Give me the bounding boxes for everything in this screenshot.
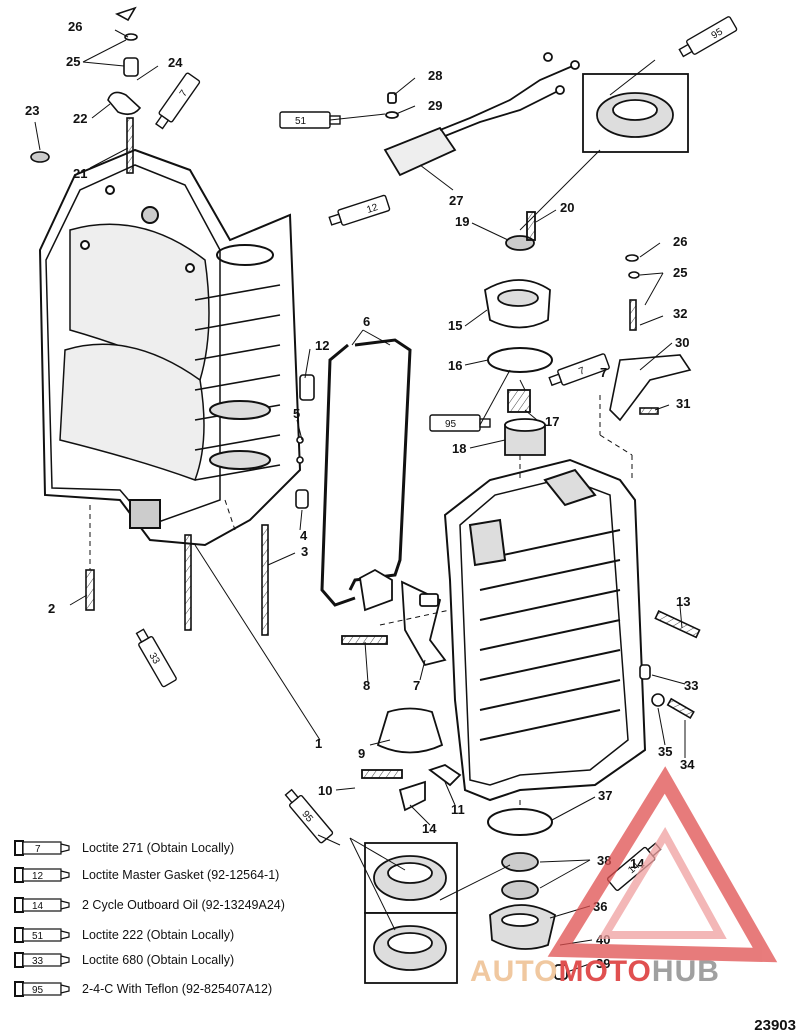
legend-label: Loctite 222 (Obtain Locally) <box>82 928 235 942</box>
callout-39: 39 <box>596 956 610 971</box>
svg-text:95: 95 <box>32 985 44 996</box>
callout-3: 3 <box>301 544 308 559</box>
legend-row: 14 2 Cycle Outboard Oil (92-13249A24) <box>14 895 285 915</box>
callout-14b: 14 <box>422 821 437 836</box>
tube-icon: 51 <box>14 927 72 943</box>
callout-20: 20 <box>560 200 574 215</box>
callout-34: 34 <box>680 757 695 772</box>
tube-icon: 33 <box>14 952 72 968</box>
legend-label: 2-4-C With Teflon (92-825407A12) <box>82 982 273 996</box>
callout-19: 19 <box>455 214 469 229</box>
callout-26: 26 <box>68 19 82 34</box>
legend-label: Loctite 271 (Obtain Locally) <box>82 841 235 855</box>
legend-row: 12 Loctite Master Gasket (92-12564-1) <box>14 865 279 885</box>
callout-10: 10 <box>318 783 332 798</box>
callout-16: 16 <box>448 358 462 373</box>
legend-row: 95 2-4-C With Teflon (92-825407A12) <box>14 979 272 999</box>
callout-12: 12 <box>315 338 329 353</box>
svg-text:51: 51 <box>295 116 307 127</box>
legend-label: Loctite 680 (Obtain Locally) <box>82 953 235 967</box>
callout-11: 11 <box>451 802 465 817</box>
leader-lines <box>34 29 686 973</box>
legend-label: Loctite Master Gasket (92-12564-1) <box>82 868 280 882</box>
callout-29: 29 <box>428 98 442 113</box>
svg-text:7: 7 <box>35 844 41 855</box>
callout-17: 17 <box>545 414 559 429</box>
svg-text:95: 95 <box>710 26 726 41</box>
legend-row: 51 Loctite 222 (Obtain Locally) <box>14 925 234 945</box>
svg-text:33: 33 <box>32 956 44 967</box>
callout-28: 28 <box>428 68 442 83</box>
watermark-logo-triangle <box>547 766 778 963</box>
module-27 <box>383 52 580 177</box>
callout-2: 2 <box>48 601 55 616</box>
dashed-alignment-lines <box>89 395 633 810</box>
legend-label: 2 Cycle Outboard Oil (92-13249A24) <box>82 898 285 912</box>
callout-27: 27 <box>449 193 463 208</box>
legend-row: 7 Loctite 271 (Obtain Locally) <box>14 838 234 858</box>
callout-33b: 33 <box>684 678 698 693</box>
callout-31: 31 <box>676 396 690 411</box>
callout-35: 35 <box>658 744 672 759</box>
callout-1: 1 <box>315 736 322 751</box>
bearing-carrier-parts <box>341 568 462 812</box>
callout-25b: 25 <box>673 265 687 280</box>
tube-icon: 95 <box>14 981 72 997</box>
sealant-tube-icons: 7 12 51 95 95 7 33 95 14 <box>135 16 738 892</box>
fuel-recirculation-hose <box>320 338 412 607</box>
callout-30: 30 <box>675 335 689 350</box>
watermark-logo: AUTOMOTOHUB <box>470 955 720 989</box>
callout-26b: 26 <box>673 234 687 249</box>
callout-25: 25 <box>66 54 80 69</box>
tube-icon: 14 <box>14 897 72 913</box>
svg-text:95: 95 <box>445 419 457 430</box>
cylinder-block-left <box>38 148 302 547</box>
callout-21: 21 <box>73 166 87 181</box>
svg-text:7: 7 <box>178 88 190 99</box>
figure-number: 23903 <box>754 1017 796 1034</box>
svg-text:33: 33 <box>146 651 161 667</box>
svg-text:12: 12 <box>365 202 379 216</box>
svg-text:7: 7 <box>577 365 586 377</box>
callout-23: 23 <box>25 103 39 118</box>
watermark-moto: MOTO <box>558 955 652 988</box>
callout-7a: 7 <box>600 365 607 380</box>
crankcase-cover-right <box>443 458 647 802</box>
studs-left <box>30 6 315 636</box>
callout-18: 18 <box>452 441 466 456</box>
callout-7b: 7 <box>413 678 420 693</box>
callout-13: 13 <box>676 594 690 609</box>
seal-boxes <box>364 73 689 984</box>
callout-22: 22 <box>73 111 87 126</box>
callout-37: 37 <box>598 788 612 803</box>
legend-row: 33 Loctite 680 (Obtain Locally) <box>14 950 234 970</box>
svg-text:12: 12 <box>32 871 44 882</box>
lower-seal-stack <box>487 808 568 980</box>
watermark-hub: HUB <box>651 955 720 988</box>
tube-icon: 7 <box>14 840 72 856</box>
upper-bearing-stack <box>484 211 553 456</box>
svg-text:51: 51 <box>32 931 44 942</box>
svg-text:14: 14 <box>32 901 44 912</box>
callout-24: 24 <box>168 55 183 70</box>
callout-8: 8 <box>363 678 370 693</box>
watermark-auto: AUTO <box>470 955 559 988</box>
right-small-parts <box>609 254 701 720</box>
callout-4: 4 <box>300 528 308 543</box>
callout-5: 5 <box>293 406 300 421</box>
tube-icon: 12 <box>14 867 72 883</box>
callout-6: 6 <box>363 314 370 329</box>
callout-32: 32 <box>673 306 687 321</box>
callout-9: 9 <box>358 746 365 761</box>
callout-15: 15 <box>448 318 462 333</box>
